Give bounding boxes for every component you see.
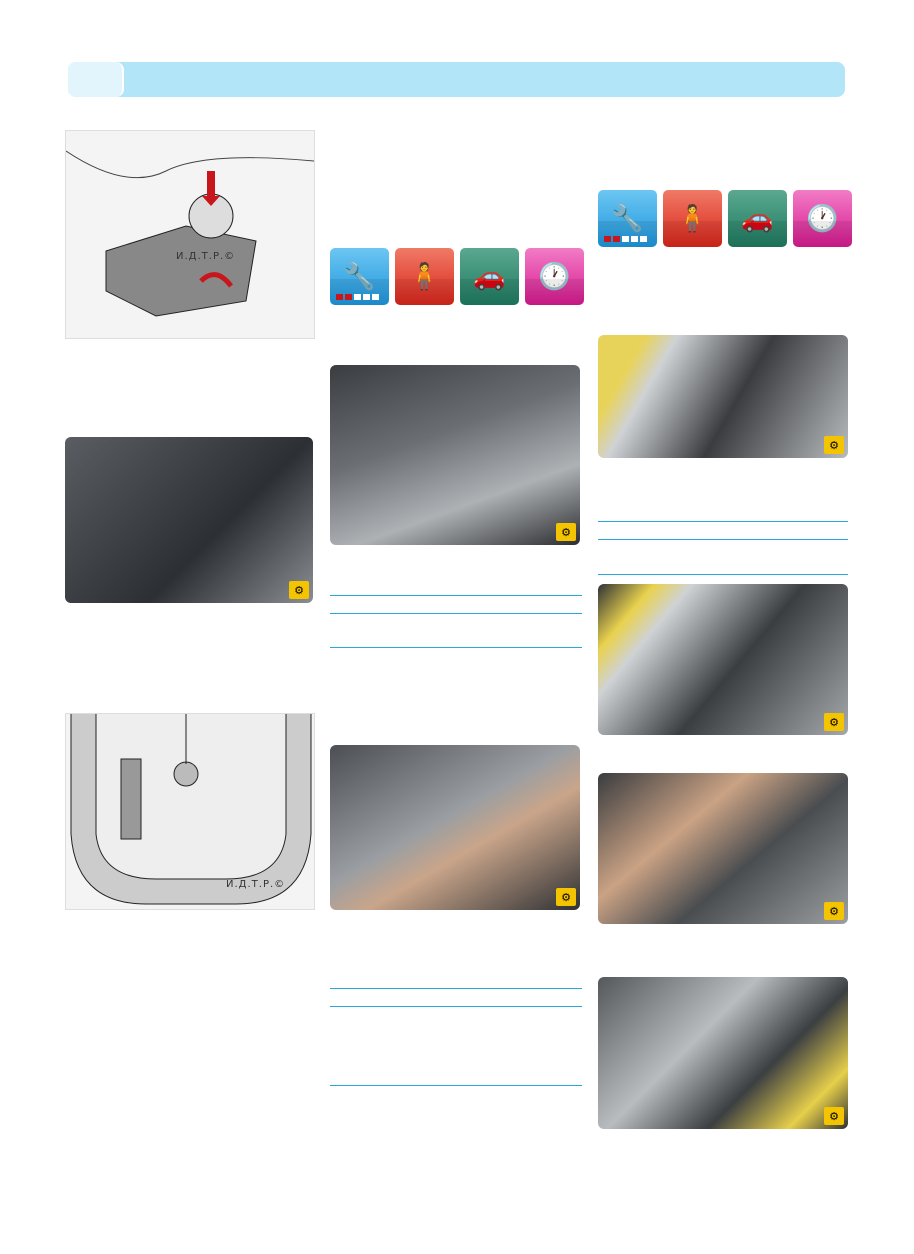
camera-badge-icon: ⚙: [556, 888, 576, 906]
drawing-gear-lever-mount: И.Д.Т.Р.©: [65, 130, 315, 339]
divider: [598, 521, 848, 522]
camera-badge-icon: ⚙: [556, 523, 576, 541]
page-number-tab: [68, 62, 124, 97]
divider: [330, 988, 582, 989]
car-icon: 🚗: [728, 190, 787, 247]
divider: [598, 574, 848, 575]
photo-ecu-bracket: ⚙: [598, 773, 848, 924]
photo-connector-2: ⚙: [330, 745, 580, 910]
photo-connector-1: ⚙: [330, 365, 580, 545]
header-bar: [68, 62, 845, 97]
wrench-icon: 🔧: [598, 190, 657, 247]
info-icons: 🔧 🧍 🚗 🕐: [598, 190, 852, 247]
difficulty-indicator: [336, 294, 379, 300]
info-icons: 🔧 🧍 🚗 🕐: [330, 248, 584, 305]
difficulty-indicator: [604, 236, 647, 242]
camera-badge-icon: ⚙: [824, 902, 844, 920]
clock-icon: 🕐: [793, 190, 852, 247]
divider: [598, 539, 848, 540]
camera-badge-icon: ⚙: [824, 713, 844, 731]
watermark: И.Д.Т.Р.©: [226, 879, 286, 890]
clock-icon: 🕐: [525, 248, 584, 305]
drawing-gear-shift-opening: И.Д.Т.Р.©: [65, 713, 315, 910]
photo-ecu-connector-2: ⚙: [598, 584, 848, 735]
watermark: И.Д.Т.Р.©: [176, 251, 236, 262]
divider: [330, 613, 582, 614]
person-icon: 🧍: [395, 248, 454, 305]
divider: [330, 1006, 582, 1007]
camera-badge-icon: ⚙: [824, 436, 844, 454]
divider: [330, 647, 582, 648]
photo-ecu-removal: ⚙: [598, 977, 848, 1129]
photo-gear-knob-removal: ⚙: [65, 437, 313, 603]
divider: [330, 1085, 582, 1086]
divider: [330, 595, 582, 596]
camera-badge-icon: ⚙: [289, 581, 309, 599]
person-icon: 🧍: [663, 190, 722, 247]
car-icon: 🚗: [460, 248, 519, 305]
wrench-icon: 🔧: [330, 248, 389, 305]
camera-badge-icon: ⚙: [824, 1107, 844, 1125]
photo-ecu-connector: ⚙: [598, 335, 848, 458]
